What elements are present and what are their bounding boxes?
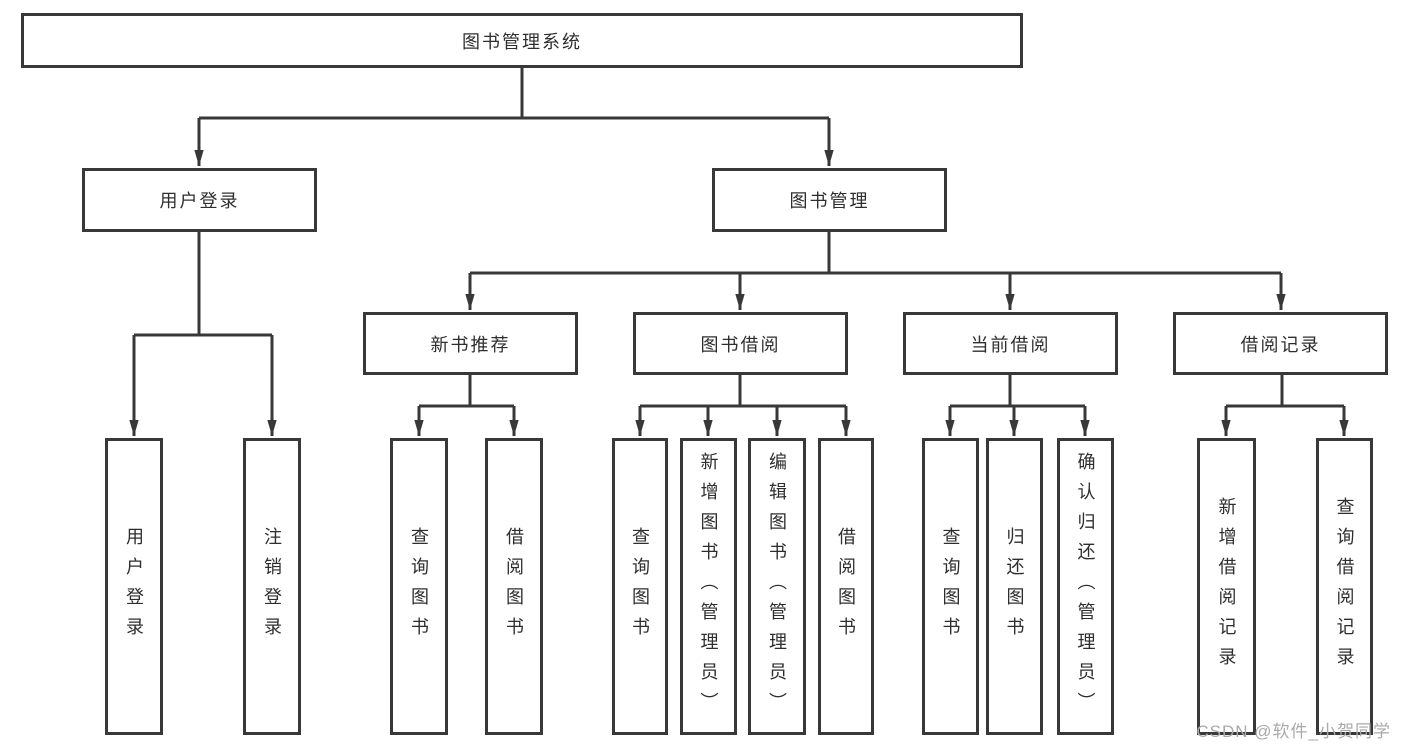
leaf-logout: 注销登录	[243, 438, 301, 735]
node-new-book-recommendation: 新书推荐	[363, 312, 578, 375]
leaf-add-borrow-record: 新增借阅记录	[1197, 438, 1256, 735]
leaf-query-books-borrowing: 查询图书	[612, 438, 668, 735]
leaf-query-books-recommend: 查询图书	[390, 438, 448, 735]
node-user-login: 用户登录	[82, 168, 317, 232]
leaf-borrow-books-recommend: 借阅图书	[485, 438, 543, 735]
node-borrowing-records: 借阅记录	[1173, 312, 1388, 375]
leaf-edit-books-admin: 编辑图书（管理员）	[748, 438, 806, 735]
leaf-user-login: 用户登录	[105, 438, 163, 735]
node-book-borrowing: 图书借阅	[633, 312, 848, 375]
leaf-confirm-return-admin: 确认归还（管理员）	[1057, 438, 1114, 735]
leaf-query-books-current: 查询图书	[922, 438, 979, 735]
node-book-management: 图书管理	[712, 168, 947, 232]
node-current-borrowing: 当前借阅	[903, 312, 1118, 375]
leaf-add-books-admin: 新增图书（管理员）	[680, 438, 737, 735]
leaf-borrow-books-borrowing: 借阅图书	[818, 438, 874, 735]
csdn-watermark: CSDN @软件_小贺同学	[1196, 722, 1391, 741]
leaf-return-books: 归还图书	[986, 438, 1043, 735]
leaf-query-borrow-record: 查询借阅记录	[1316, 438, 1373, 735]
node-root-system: 图书管理系统	[21, 13, 1023, 68]
